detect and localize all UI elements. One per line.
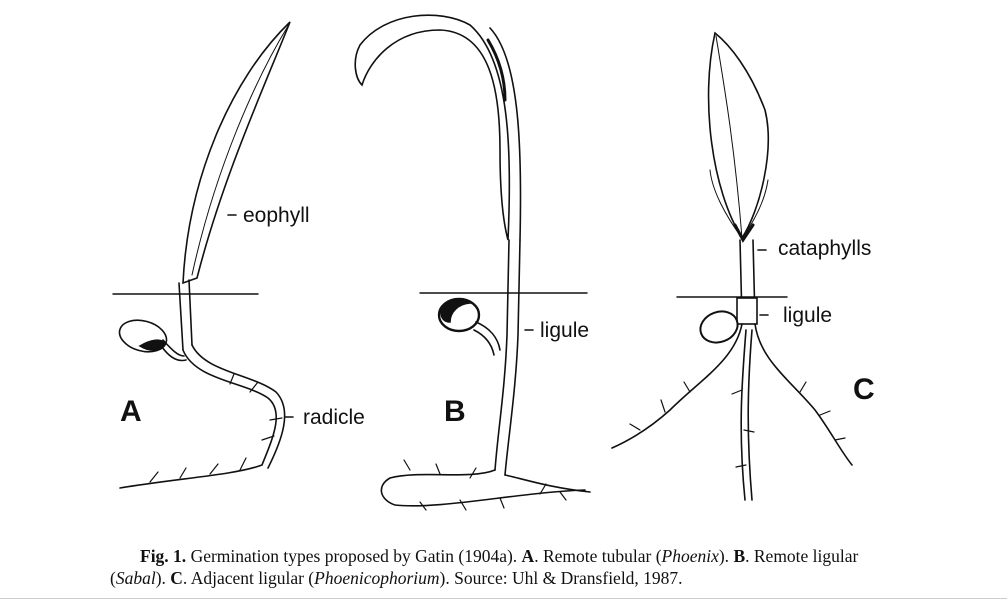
caption-text: ). [155, 568, 171, 588]
caption-fig-number: Fig. 1. [140, 546, 187, 566]
stem-a [178, 279, 193, 351]
caption-text: . Adjacent ligular ( [182, 568, 315, 588]
caption-b: B [733, 546, 746, 566]
panel-c-seedling: cataphylls ligule C [611, 31, 875, 501]
ligule-c [736, 297, 758, 325]
cotyledon-stalk-a [161, 339, 187, 362]
roots-b [380, 469, 591, 507]
roots-c [611, 323, 853, 501]
panel-letter-a: A [120, 395, 142, 428]
radicle-a [119, 344, 286, 489]
caption-text: ). Source: Uhl & Dransfield, 1987. [439, 568, 683, 588]
panel-b-seedling: ligule B [354, 14, 591, 511]
panel-letter-b: B [444, 395, 466, 428]
caption-text: Germination types proposed by Gatin (190… [186, 546, 522, 566]
eophyll-leaf-b [354, 14, 522, 241]
seed-c [699, 310, 739, 344]
caption-genus: Phoenix [661, 546, 719, 566]
caption-genus: Phoenicophorium [314, 568, 440, 588]
caption-c: C [170, 568, 183, 588]
caption-text: . Remote tubular ( [534, 546, 662, 566]
caption-a: A [521, 546, 535, 566]
eophyll-leaf-a [182, 21, 291, 285]
caption-genus: Sabal [115, 568, 156, 588]
panel-letter-c: C [853, 373, 875, 406]
label-ligule-b: ligule [540, 319, 589, 342]
label-ligule-c: ligule [783, 304, 832, 327]
divider [0, 598, 1007, 599]
cotyledon-stalk-b [473, 321, 501, 356]
stem-b [494, 239, 521, 476]
caption-text: . Remote ligular ( [110, 546, 859, 588]
label-eophyll: eophyll [243, 204, 310, 227]
germination-figure: eophyll radicle A ligule B cataphylls li… [112, 14, 875, 511]
figure-caption: Fig. 1. Germination types proposed by Ga… [110, 545, 900, 589]
leaf-c [707, 31, 769, 240]
seed-a [118, 319, 168, 353]
caption-text: ). [718, 546, 734, 566]
label-radicle: radicle [303, 406, 365, 429]
label-cataphylls: cataphylls [778, 237, 871, 260]
panel-a-seedling: eophyll radicle A [112, 21, 365, 489]
